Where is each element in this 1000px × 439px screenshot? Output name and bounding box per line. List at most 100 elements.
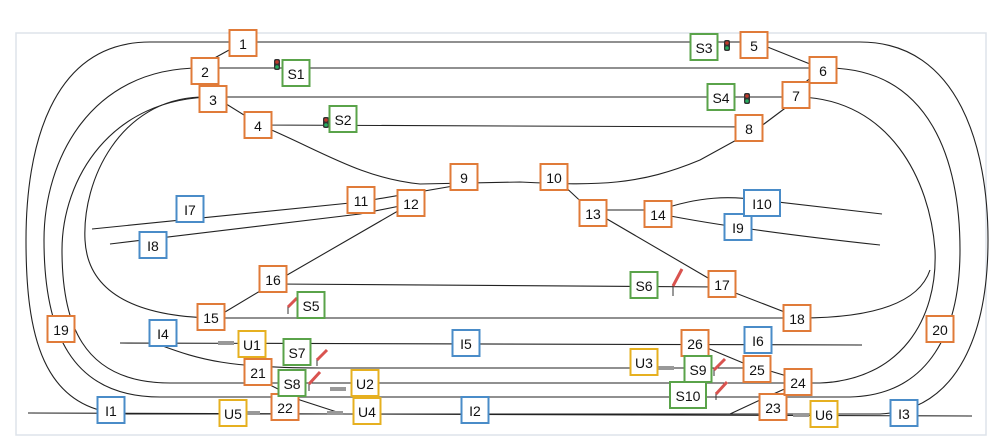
semaphore-icon xyxy=(315,348,329,366)
label-box-s10: S10 xyxy=(669,381,707,409)
signal-label: S1 xyxy=(287,66,304,82)
label-box-t11: 11 xyxy=(346,186,376,214)
section-label: I9 xyxy=(732,220,744,236)
signal-box xyxy=(277,369,307,397)
uncoupler-label: U4 xyxy=(358,404,376,420)
turnout-label: 2 xyxy=(201,64,209,80)
turnout-box xyxy=(346,186,376,214)
turnout-label: 1 xyxy=(239,36,247,52)
section-box xyxy=(743,189,781,217)
turnout-box xyxy=(781,81,811,109)
uncoupler-box xyxy=(352,397,382,425)
turnout-label: 16 xyxy=(265,272,281,288)
turnout-label: 25 xyxy=(749,362,765,378)
turnout-label: 7 xyxy=(792,88,800,104)
label-box-t15: 15 xyxy=(196,303,226,331)
turnout-label: 22 xyxy=(277,400,293,416)
turnout-box xyxy=(734,114,764,142)
signal-label: S5 xyxy=(302,298,319,314)
turnout-label: 14 xyxy=(650,207,666,223)
label-box-t5: 5 xyxy=(739,31,769,59)
uncoupler-box xyxy=(809,400,839,428)
section-label: I4 xyxy=(157,326,169,342)
section-box xyxy=(723,213,753,241)
label-box-i8: I8 xyxy=(138,231,168,259)
track-reversing-loop xyxy=(84,96,931,319)
turnout-box xyxy=(228,29,258,57)
label-box-i6: I6 xyxy=(743,326,773,354)
signal-box xyxy=(296,291,326,319)
turnout-label: 24 xyxy=(790,375,806,391)
label-box-i2: I2 xyxy=(460,396,490,424)
turnout-box xyxy=(782,304,812,332)
section-label: I7 xyxy=(184,202,196,218)
turnout-label: 21 xyxy=(250,365,266,381)
label-box-u3: U3 xyxy=(629,348,659,376)
turnout-label: 19 xyxy=(53,322,69,338)
turnout-label: 13 xyxy=(585,206,601,222)
signal-label: S10 xyxy=(676,388,701,404)
signal-lights xyxy=(274,40,750,400)
track-s2-line xyxy=(214,96,801,128)
turnout-box xyxy=(707,270,737,298)
label-box-i3: I3 xyxy=(889,399,919,427)
signal-label: S4 xyxy=(712,90,729,106)
signal-label: S6 xyxy=(635,278,652,294)
turnout-box xyxy=(539,163,569,191)
label-box-t22: 22 xyxy=(270,393,300,421)
semaphore-icon xyxy=(307,370,322,391)
turnout-label: 5 xyxy=(750,38,758,54)
label-box-t2: 2 xyxy=(190,57,220,85)
turnout-label: 20 xyxy=(932,322,948,338)
label-box-i4: I4 xyxy=(148,319,178,347)
signal-label: S9 xyxy=(689,362,706,378)
turnout-box xyxy=(196,303,226,331)
semaphore-icon xyxy=(714,380,729,400)
track-link-13-17 xyxy=(594,211,721,286)
label-box-t14: 14 xyxy=(643,200,673,228)
turnout-box xyxy=(396,189,426,217)
turnout-label: 3 xyxy=(209,92,217,108)
label-box-t21: 21 xyxy=(243,358,273,386)
turnout-box xyxy=(925,315,955,343)
turnout-label: 23 xyxy=(765,400,781,416)
track-outer-loop xyxy=(25,41,989,415)
label-box-t6: 6 xyxy=(808,56,838,84)
turnout-label: 17 xyxy=(714,277,730,293)
turnout-box xyxy=(190,57,220,85)
label-box-s4: S4 xyxy=(706,83,736,111)
label-box-i9: I9 xyxy=(723,213,753,241)
label-box-t24: 24 xyxy=(783,368,813,396)
turnout-label: 9 xyxy=(460,170,468,186)
label-box-t10: 10 xyxy=(539,163,569,191)
tracks xyxy=(25,41,989,417)
label-box-s3: S3 xyxy=(689,33,719,61)
turnout-box xyxy=(783,368,813,396)
turnout-box xyxy=(243,111,273,139)
signal-box xyxy=(669,381,707,409)
turnout-box xyxy=(243,358,273,386)
label-box-i1: I1 xyxy=(96,396,126,424)
turnout-box xyxy=(449,163,479,191)
section-box xyxy=(175,195,205,223)
signal-box xyxy=(282,338,312,366)
section-label: I8 xyxy=(147,238,159,254)
section-box xyxy=(743,326,773,354)
section-box xyxy=(148,319,178,347)
label-box-t3: 3 xyxy=(198,85,228,113)
signal-box xyxy=(629,271,659,299)
turnout-box xyxy=(739,31,769,59)
label-box-u5: U5 xyxy=(218,399,248,427)
turnout-label: 12 xyxy=(403,196,419,212)
label-box-u6: U6 xyxy=(809,400,839,428)
label-box-t26: 26 xyxy=(680,329,710,357)
label-box-s5: S5 xyxy=(296,291,326,319)
label-box-i5: I5 xyxy=(451,329,481,357)
label-box-s7: S7 xyxy=(282,338,312,366)
label-box-u2: U2 xyxy=(350,369,380,397)
section-label: I1 xyxy=(105,403,117,419)
turnout-label: 15 xyxy=(203,310,219,326)
label-box-s2: S2 xyxy=(328,105,358,133)
label-box-u1: U1 xyxy=(237,330,267,358)
